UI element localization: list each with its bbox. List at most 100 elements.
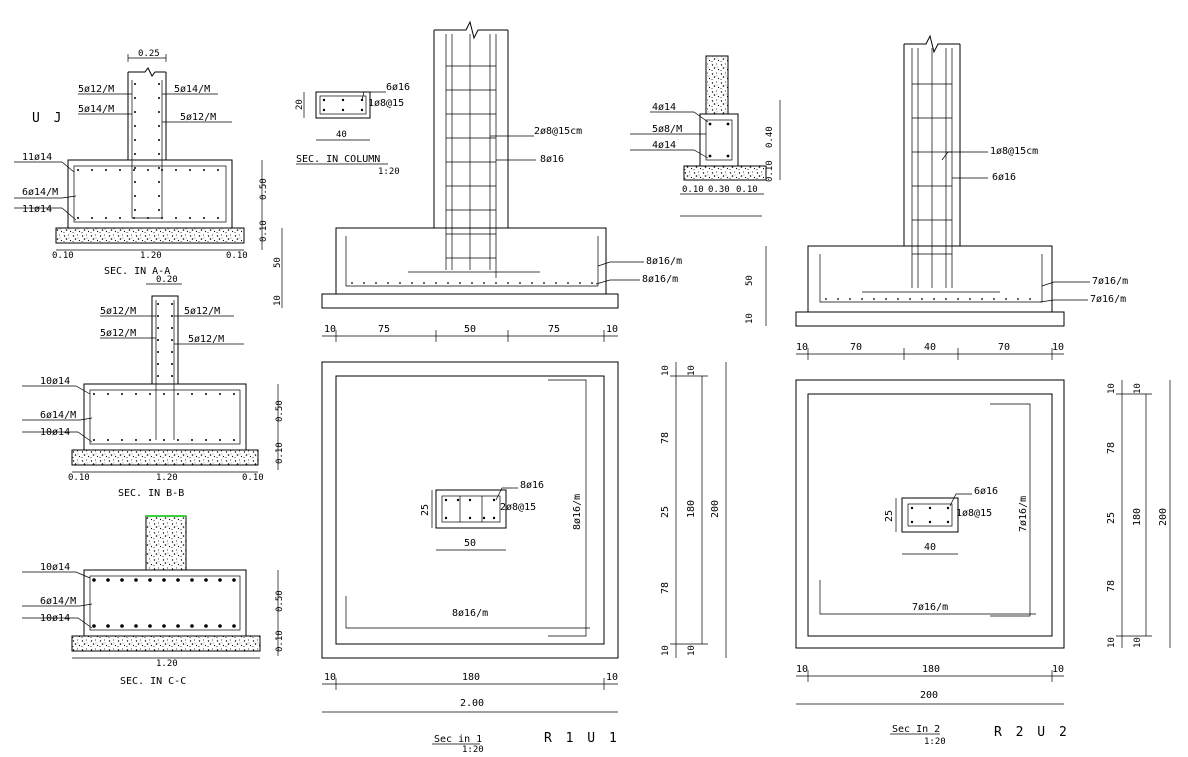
rebar-dot (91, 169, 93, 171)
rebar-dot (204, 624, 208, 628)
rebar-dot (135, 393, 137, 395)
r2-h-footing: 50 (745, 275, 755, 286)
rebar-dot (106, 578, 110, 582)
rebar-dot (471, 282, 473, 284)
r1-v-inner: 180 (686, 500, 697, 518)
r2-stirrups: 1ø8@15cm (990, 146, 1038, 157)
rebar-dot (351, 282, 353, 284)
section-a-a: 0.25 5ø12/M 5ø14/M 5ø14/M 5ø12/M 11ø14 6… (14, 49, 269, 277)
rebar-dot (134, 97, 136, 99)
rebar-dot (468, 498, 472, 502)
rebar-dot (158, 153, 160, 155)
rebar-dot (360, 98, 364, 102)
r1-v2: 78 (660, 432, 671, 444)
sd-w2: 0.30 (708, 185, 730, 195)
r2-mesh-top: 7ø16/m (1092, 276, 1128, 287)
rebar-dot (171, 315, 173, 317)
rebar-dot (134, 209, 136, 211)
rebar-dot (158, 125, 160, 127)
r1-plan-col-w: 50 (464, 538, 476, 549)
aa-w-mid: 1.20 (140, 251, 162, 261)
rebar-dot (910, 520, 914, 524)
rebar-dot (205, 393, 207, 395)
r1-v5: 10 (661, 645, 671, 656)
r2-v1: 10 (1107, 383, 1117, 394)
rebar-dot (1017, 298, 1019, 300)
rebar-dot (909, 298, 911, 300)
colsec-w: 40 (336, 130, 347, 140)
rebar-dot (171, 339, 173, 341)
rebar-dot (910, 506, 914, 510)
r1-scale: 1:20 (462, 745, 484, 755)
rebar-dot (163, 439, 165, 441)
r2-mesh-h: 7ø16/m (912, 602, 948, 613)
colsec-scale: 1:20 (378, 167, 400, 177)
bb-h-blinding: 0.10 (275, 442, 285, 464)
rebar-dot (163, 393, 165, 395)
r2-tag: R 2 U 2 (994, 725, 1070, 740)
rebar-dot (217, 169, 219, 171)
aa-h-footing: 0.50 (259, 178, 269, 200)
r1-tag: R 1 U 1 (544, 731, 620, 746)
rebar-dot (133, 217, 135, 219)
rebar-dot (161, 217, 163, 219)
rebar-dot (175, 217, 177, 219)
bb-bar-tr2: 5ø12/M (188, 334, 224, 345)
r1-mesh-top: 8ø16/m (646, 256, 682, 267)
rebar-dot (158, 97, 160, 99)
rebar-dot (981, 298, 983, 300)
rebar-dot (1005, 298, 1007, 300)
r1-b1: 10 (324, 672, 336, 683)
r1-b-mid: 180 (462, 672, 480, 683)
r1-bars: 8ø16 (540, 154, 564, 165)
rebar-dot (171, 363, 173, 365)
rebar-dot (77, 169, 79, 171)
rebar-dot (861, 298, 863, 300)
cc-h-blinding: 0.10 (275, 630, 285, 652)
rebar-dot (120, 578, 124, 582)
r2-b-total: 200 (920, 690, 938, 701)
r1-mesh-bot: 8ø16/m (642, 274, 678, 285)
rebar-dot (387, 282, 389, 284)
rebar-dot (134, 181, 136, 183)
rebar-dot (849, 298, 851, 300)
rebar-dot (519, 282, 521, 284)
rebar-dot (121, 439, 123, 441)
sd-w1: 0.10 (682, 185, 704, 195)
r2-v-inner: 180 (1132, 508, 1143, 526)
r2-v4: 78 (1106, 580, 1117, 592)
r1-d1: 10 (324, 324, 336, 335)
rebar-dot (203, 217, 205, 219)
rebar-dot (157, 303, 159, 305)
rebar-dot (176, 624, 180, 628)
rebar-dot (233, 439, 235, 441)
r1-mesh-v: 8ø16/m (572, 494, 583, 530)
rebar-dot (873, 298, 875, 300)
r2-v2: 78 (1106, 442, 1117, 454)
rebar-dot (134, 167, 136, 169)
rebar-dot (945, 298, 947, 300)
rebar-dot (495, 282, 497, 284)
r1-d4: 75 (548, 324, 560, 335)
rebar-dot (134, 578, 138, 582)
rebar-dot (322, 98, 326, 102)
rebar-dot (363, 282, 365, 284)
rebar-dot (946, 520, 950, 524)
rebar-dot (77, 217, 79, 219)
sd-h1: 0.40 (765, 126, 775, 148)
r1-v3: 25 (660, 506, 671, 518)
rebar-dot (435, 282, 437, 284)
r2-v3: 25 (1106, 512, 1117, 524)
r2-v1b: 10 (1133, 383, 1143, 394)
cc-h-footing: 0.50 (275, 590, 285, 612)
r2-b2: 10 (1052, 664, 1064, 675)
r1-plan-col-stirrups: 2ø8@15 (500, 502, 536, 513)
r2-plan: 6ø16 1ø8@15 25 40 7ø16/m 7ø16/m 10 10 78… (795, 379, 1171, 747)
rebar-dot (837, 298, 839, 300)
r2-mesh-v: 7ø16/m (1018, 496, 1029, 532)
rebar-dot (555, 282, 557, 284)
aa-w-left: 0.10 (52, 251, 74, 261)
r2-d5: 10 (1052, 342, 1064, 353)
rebar-dot (341, 108, 345, 112)
rebar-dot (92, 624, 96, 628)
